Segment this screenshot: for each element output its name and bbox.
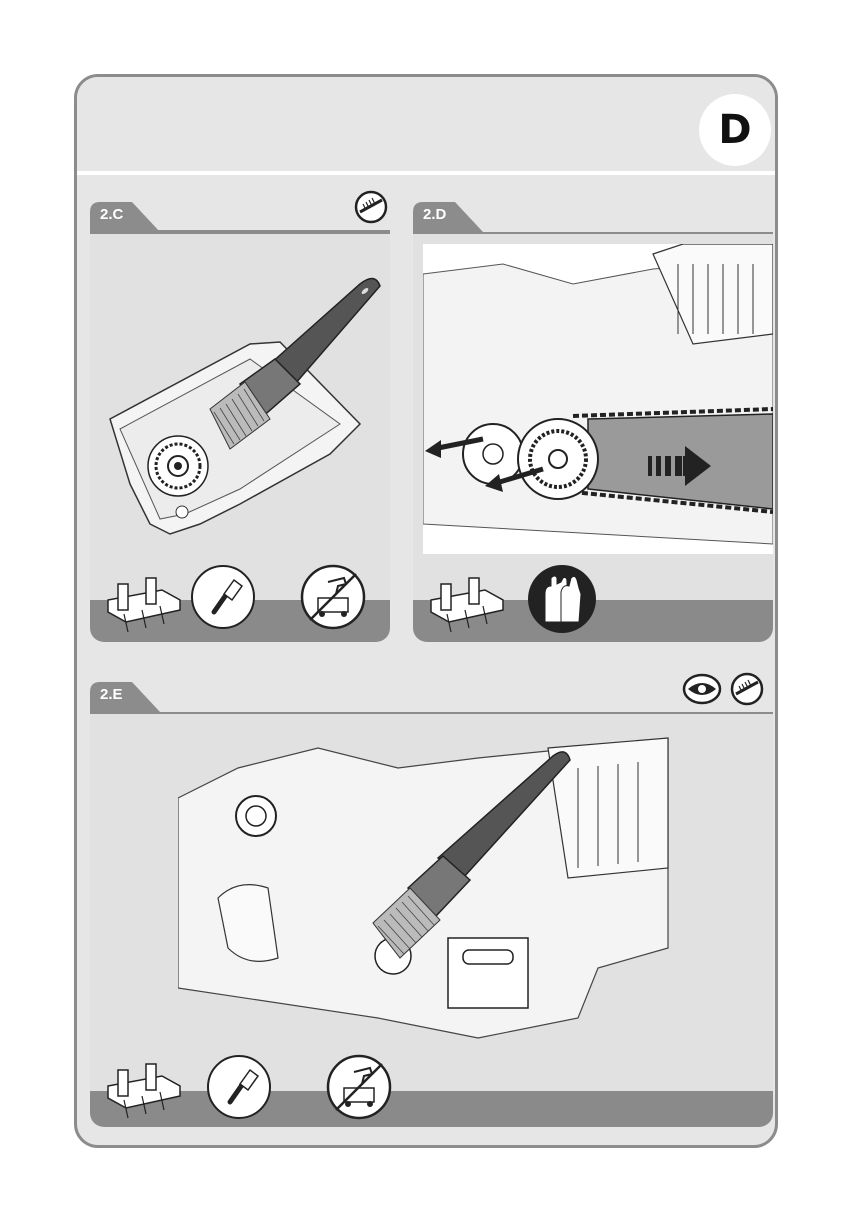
step-panel-2d: 2.D: [413, 202, 773, 642]
brush-cleaning-icon: [730, 672, 764, 706]
section-badge: D: [699, 94, 771, 166]
chain-sprocket-removal-illustration: [423, 244, 773, 554]
step-footer: [90, 1091, 773, 1127]
step-label: 2.D: [423, 206, 446, 223]
chainsaw-bench-icon: [102, 570, 182, 636]
chainsaw-body-brush-illustration: [178, 728, 678, 1068]
step-label: 2.C: [100, 206, 123, 223]
step-tab-shape: [90, 682, 773, 714]
no-pressure-washer-icon: [300, 564, 366, 630]
step-tab-shape: [413, 202, 773, 234]
header-separator: [77, 171, 775, 175]
step-illustration-area: [90, 714, 773, 1127]
step-tab-shape: [90, 202, 390, 234]
brush-icon: [206, 1054, 272, 1120]
step-panel-2e: 2.E: [90, 682, 773, 1127]
chainsaw-bench-icon: [425, 570, 505, 636]
no-pressure-washer-icon: [326, 1054, 392, 1120]
chainsaw-bench-icon: [102, 1056, 182, 1122]
section-letter: D: [718, 107, 751, 153]
gloves-icon: [527, 564, 597, 634]
chain-cover-brush-illustration: [90, 234, 390, 614]
step-panel-2c: 2.C: [90, 202, 390, 642]
brush-icon: [190, 564, 256, 630]
visual-inspection-icon: [682, 672, 722, 706]
page-header: [77, 77, 775, 171]
brush-cleaning-icon: [354, 190, 388, 224]
step-label: 2.E: [100, 686, 123, 703]
